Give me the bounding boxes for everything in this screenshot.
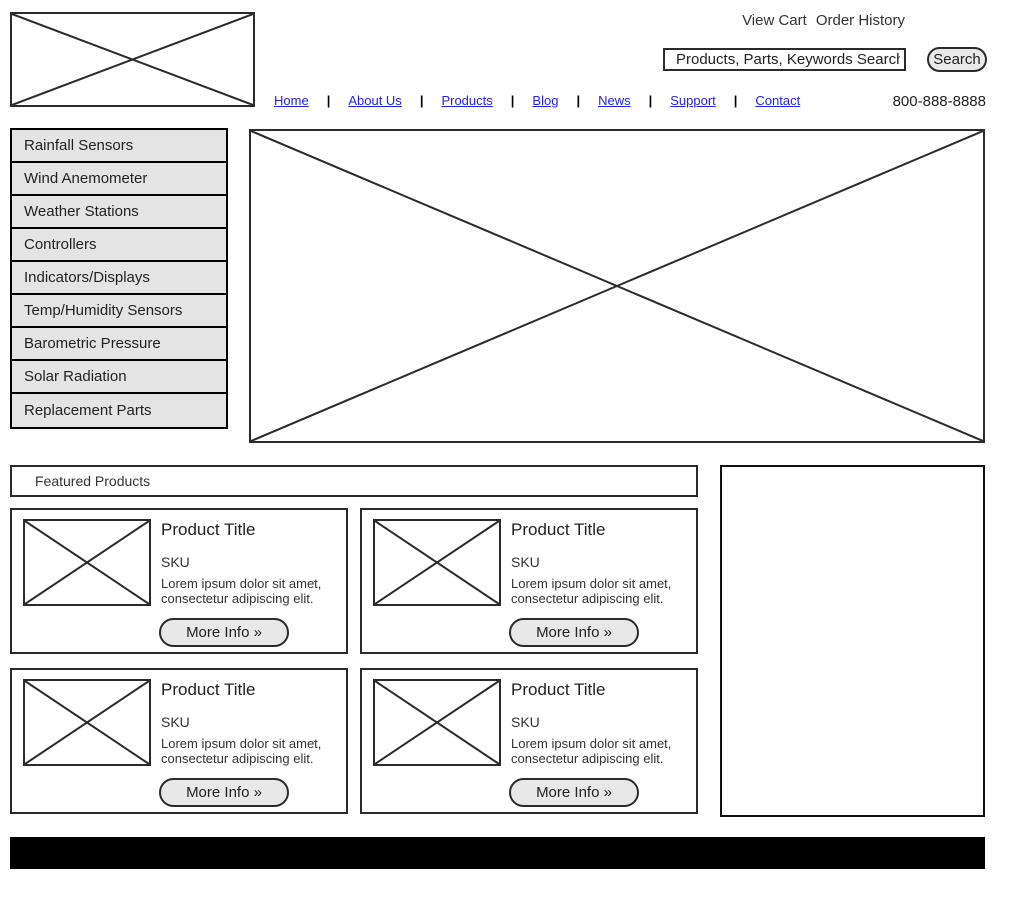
featured-products-header: Featured Products [10,465,698,497]
product-thumbnail-placeholder [373,519,501,606]
nav-link-home[interactable]: Home [274,93,309,108]
sidebar-item-wind-anemometer[interactable]: Wind Anemometer [12,163,226,196]
sidebar-item-controllers[interactable]: Controllers [12,229,226,262]
nav-link-news[interactable]: News [598,93,631,108]
sidebar-item-replacement-parts[interactable]: Replacement Parts [12,394,226,427]
image-x-icon [375,681,499,764]
nav-link-blog[interactable]: Blog [532,93,559,108]
utility-links: View Cart Order History [742,12,905,29]
nav-separator: | [576,93,581,108]
nav-separator: | [648,93,653,108]
right-sidebar-panel [720,465,985,817]
more-info-button[interactable]: More Info » [159,618,289,647]
image-x-icon [251,131,983,441]
phone-number: 800-888-8888 [892,93,986,110]
nav-link-contact[interactable]: Contact [755,93,801,108]
product-card: Product Title SKU Lorem ipsum dolor sit … [10,508,348,654]
product-description: Lorem ipsum dolor sit amet, consectetur … [511,736,672,766]
category-menu: Rainfall Sensors Wind Anemometer Weather… [10,128,228,429]
logo-placeholder-image [10,12,255,107]
nav-separator: | [733,93,738,108]
hero-placeholder-image [249,129,985,443]
product-sku: SKU [511,554,540,570]
more-info-button[interactable]: More Info » [159,778,289,807]
product-sku: SKU [161,714,190,730]
nav-link-products[interactable]: Products [441,93,493,108]
product-description: Lorem ipsum dolor sit amet, consectetur … [161,736,322,766]
footer-bar [10,837,985,869]
product-card: Product Title SKU Lorem ipsum dolor sit … [360,508,698,654]
sidebar-item-temp-humidity-sensors[interactable]: Temp/Humidity Sensors [12,295,226,328]
product-thumbnail-placeholder [373,679,501,766]
sidebar-item-rainfall-sensors[interactable]: Rainfall Sensors [12,130,226,163]
product-description: Lorem ipsum dolor sit amet, consectetur … [511,576,672,606]
sidebar-item-weather-stations[interactable]: Weather Stations [12,196,226,229]
search-button[interactable]: Search [927,47,987,72]
image-x-icon [25,681,149,764]
product-title: Product Title [161,520,256,539]
product-title: Product Title [511,680,606,699]
product-thumbnail-placeholder [23,679,151,766]
product-thumbnail-placeholder [23,519,151,606]
sidebar-item-barometric-pressure[interactable]: Barometric Pressure [12,328,226,361]
image-x-icon [25,521,149,604]
featured-products-title: Featured Products [35,473,151,489]
nav-separator: | [326,93,331,108]
product-sku: SKU [161,554,190,570]
nav-separator: | [419,93,424,108]
view-cart-link[interactable]: View Cart [742,12,807,29]
more-info-button[interactable]: More Info » [509,618,639,647]
image-x-icon [12,14,253,105]
search-input[interactable] [663,48,906,71]
order-history-link[interactable]: Order History [815,12,905,29]
main-nav: Home | About Us | Products | Blog | News… [274,93,800,108]
product-card: Product Title SKU Lorem ipsum dolor sit … [10,668,348,814]
product-description: Lorem ipsum dolor sit amet, consectetur … [161,576,322,606]
sidebar-item-solar-radiation[interactable]: Solar Radiation [12,361,226,394]
product-title: Product Title [161,680,256,699]
product-title: Product Title [511,520,606,539]
nav-separator: | [510,93,515,108]
product-card: Product Title SKU Lorem ipsum dolor sit … [360,668,698,814]
product-sku: SKU [511,714,540,730]
nav-link-about-us[interactable]: About Us [348,93,402,108]
more-info-button[interactable]: More Info » [509,778,639,807]
image-x-icon [375,521,499,604]
sidebar-item-indicators-displays[interactable]: Indicators/Displays [12,262,226,295]
nav-link-support[interactable]: Support [670,93,716,108]
